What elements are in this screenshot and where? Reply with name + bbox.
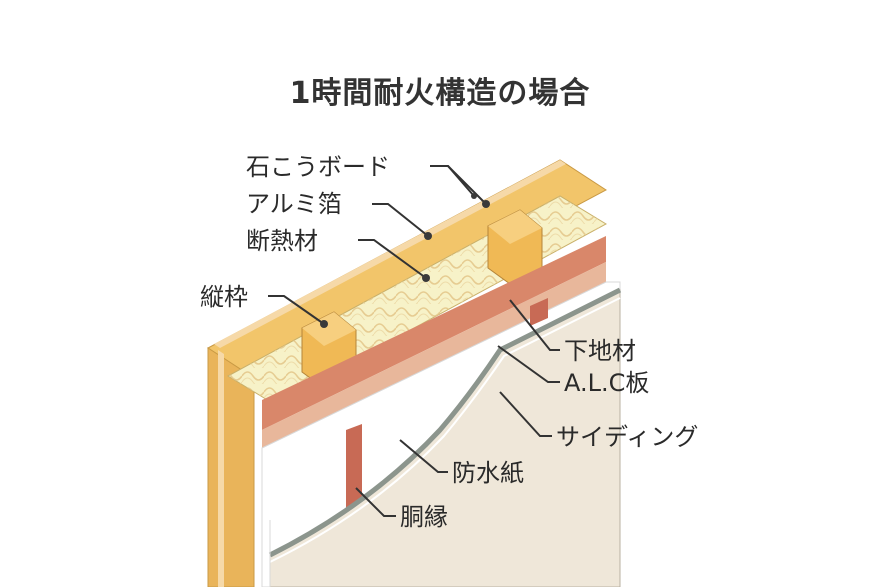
label-gypsum-board: 石こうボード — [246, 153, 390, 181]
label-furring-strip: 胴縁 — [400, 503, 448, 531]
label-alc-panel: A.L.C板 — [564, 369, 649, 397]
label-base-material: 下地材 — [564, 337, 636, 365]
label-siding: サイディング — [556, 423, 698, 451]
label-waterproof-paper: 防水紙 — [452, 459, 524, 487]
base-band — [262, 236, 606, 448]
siding-panel — [268, 287, 622, 587]
label-insulation: 断熱材 — [246, 227, 318, 255]
leader-lines — [268, 165, 560, 517]
wall-frame — [207, 159, 607, 587]
diagram-title: 1時間耐火構造の場合 — [289, 76, 591, 111]
label-aluminum-foil: アルミ箔 — [246, 190, 342, 218]
label-vertical-frame: 縦枠 — [200, 283, 248, 311]
